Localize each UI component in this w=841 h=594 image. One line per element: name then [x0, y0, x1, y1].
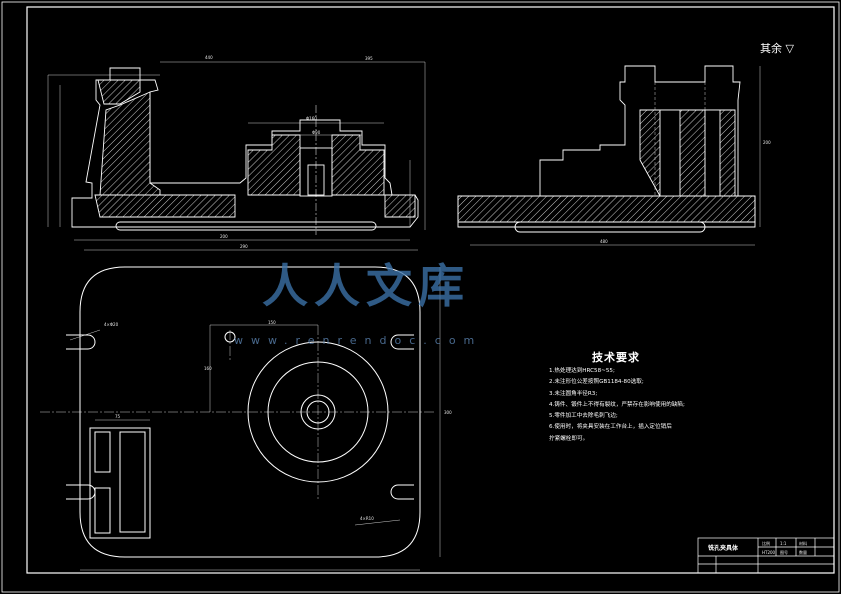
- side-view: [457, 65, 761, 246]
- title-block-name: 铣孔夹具体: [708, 545, 739, 552]
- dim-side-height: 200: [763, 140, 771, 145]
- side-upright-section: [639, 109, 736, 197]
- tech-item: 4.铸件、锻件上不得有裂纹，严禁存在影响使用的缺陷;: [549, 401, 685, 408]
- side-base-section: [457, 195, 756, 223]
- roughness-note: 其余 ▽: [760, 42, 794, 55]
- dim-top-r: 4×R10: [360, 516, 374, 521]
- dim-top-w: 75: [115, 414, 121, 419]
- tech-item: 6.使用时，将夹具安装在工作台上，插入定位销后: [549, 424, 672, 431]
- tech-item: 2.未注形位公差按照GB1184-80选取;: [549, 379, 644, 386]
- tech-item: 5.零件加工中去除毛刺飞边;: [549, 413, 618, 420]
- dim-top-hole: 4×Φ20: [104, 322, 119, 327]
- tech-item: 1.热处理达到HRC58~55;: [549, 368, 615, 374]
- front-column-section: [99, 91, 161, 196]
- top-view: [40, 266, 441, 571]
- watermark-url: www.renrendoc.com: [234, 334, 483, 347]
- inner-frame: [26, 6, 835, 574]
- tech-item: 3.未注圆角半径R3;: [549, 390, 598, 397]
- dim-side-width: 480: [600, 239, 608, 244]
- top-outline: [79, 266, 421, 558]
- tech-item: 拧紧螺栓即可。: [549, 435, 589, 442]
- dim-front-bore: Φ160: [306, 116, 317, 121]
- dim-top-h: 160: [204, 366, 212, 371]
- title-block: [697, 537, 835, 574]
- dim-front-right: 395: [365, 56, 373, 61]
- dim-front-hub: Φ90: [312, 130, 321, 135]
- dim-top-bottom: 300: [444, 410, 452, 415]
- tb-cell: 材料: [799, 541, 807, 546]
- tb-cell: 1:1: [780, 541, 787, 546]
- dim-front-base2: 290: [240, 244, 248, 249]
- tb-cell: 数量: [799, 550, 807, 555]
- front-view: [47, 61, 426, 251]
- front-boss-section: [247, 134, 301, 196]
- tb-cell: 比例: [762, 541, 770, 546]
- front-base-section: [94, 194, 236, 218]
- tech-requirements-title: 技术要求: [592, 351, 640, 364]
- dim-top-len: 150: [268, 320, 276, 325]
- tb-cell: HT200: [762, 550, 776, 555]
- tech-requirements-list: 1.热处理达到HRC58~55; 2.未注形位公差按照GB1184-80选取; …: [549, 366, 685, 445]
- watermark-logo: 人人文库: [262, 259, 470, 313]
- dim-front-base: 200: [220, 234, 228, 239]
- tb-cell: 图号: [780, 550, 788, 555]
- dim-front-total: 440: [205, 55, 213, 60]
